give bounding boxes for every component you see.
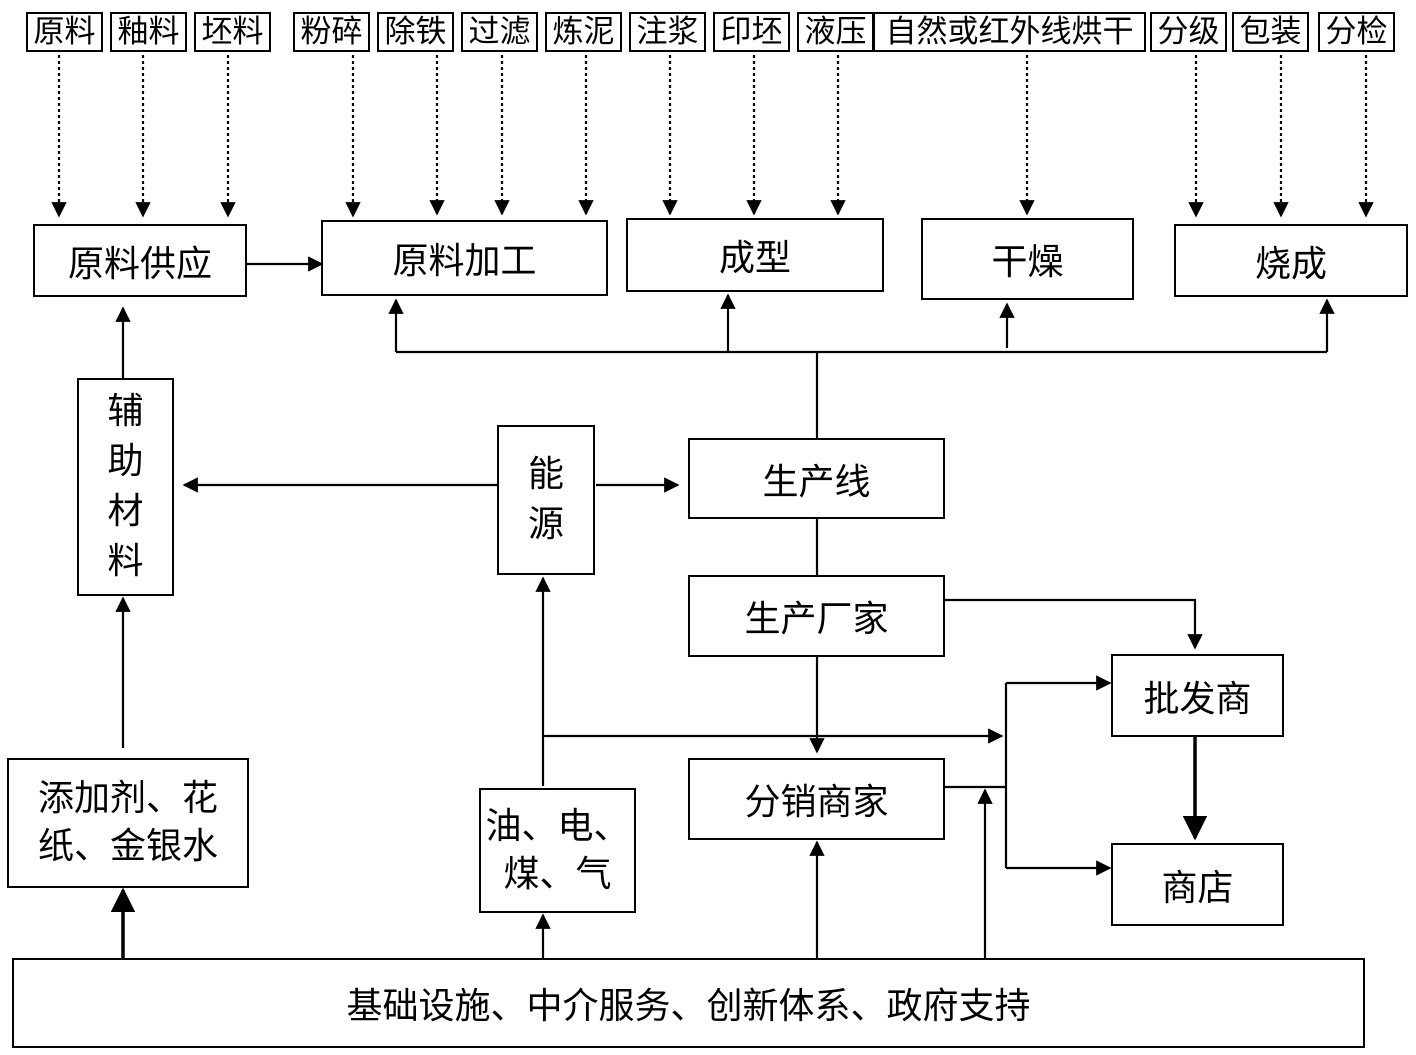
node-support: 基础设施、中介服务、创新体系、政府支持 (12, 958, 1365, 1048)
stage-raw-supply: 原料供应 (33, 224, 247, 297)
node-manufacturer: 生产厂家 (688, 575, 945, 657)
energy-char-1: 能 (527, 454, 564, 495)
aux-char-3: 材 (107, 491, 144, 532)
aux-char-2: 助 (107, 441, 144, 482)
label-glaze: 釉料 (110, 12, 187, 52)
aux-char-4: 料 (107, 541, 144, 582)
fuel-line-1: 油、电、 (485, 805, 630, 847)
aux-char-1: 辅 (107, 391, 144, 432)
label-raw-material: 原料 (26, 12, 103, 52)
label-iron-removal: 除铁 (377, 12, 454, 52)
node-additives: 添加剂、花 纸、金银水 (7, 758, 249, 888)
node-production-line: 生产线 (688, 438, 945, 519)
arrow-maker-to-wholesaler (945, 598, 1203, 650)
stage-firing: 烧成 (1174, 224, 1408, 297)
node-distributor: 分销商家 (688, 758, 945, 840)
label-blank: 坯料 (194, 12, 271, 52)
node-store: 商店 (1111, 843, 1284, 926)
label-grading: 分级 (1150, 12, 1227, 52)
label-filtering: 过滤 (461, 12, 538, 52)
stage-drying: 干燥 (921, 218, 1134, 300)
additives-line-1: 添加剂、花 (37, 778, 218, 819)
stage-forming: 成型 (626, 218, 884, 292)
additives-line-2: 纸、金银水 (37, 826, 218, 867)
node-fuel: 油、电、 煤、气 (479, 788, 636, 913)
node-wholesaler: 批发商 (1111, 654, 1284, 737)
node-auxiliary-materials: 辅 助 材 料 (77, 378, 174, 596)
stage-raw-processing: 原料加工 (321, 220, 608, 296)
label-crushing: 粉碎 (293, 12, 370, 52)
fuel-line-2: 煤、气 (503, 853, 612, 895)
label-stamping: 印坯 (713, 12, 790, 52)
label-slip-casting: 注浆 (629, 12, 706, 52)
node-energy: 能 源 (497, 425, 595, 575)
label-packaging: 包装 (1232, 12, 1309, 52)
label-hydraulic-pressing: 液压 (797, 12, 874, 52)
label-mud-refining: 炼泥 (545, 12, 622, 52)
label-drying-method: 自然或红外线烘干 (873, 12, 1146, 52)
label-inspection: 分检 (1318, 12, 1395, 52)
energy-char-2: 源 (527, 504, 564, 545)
